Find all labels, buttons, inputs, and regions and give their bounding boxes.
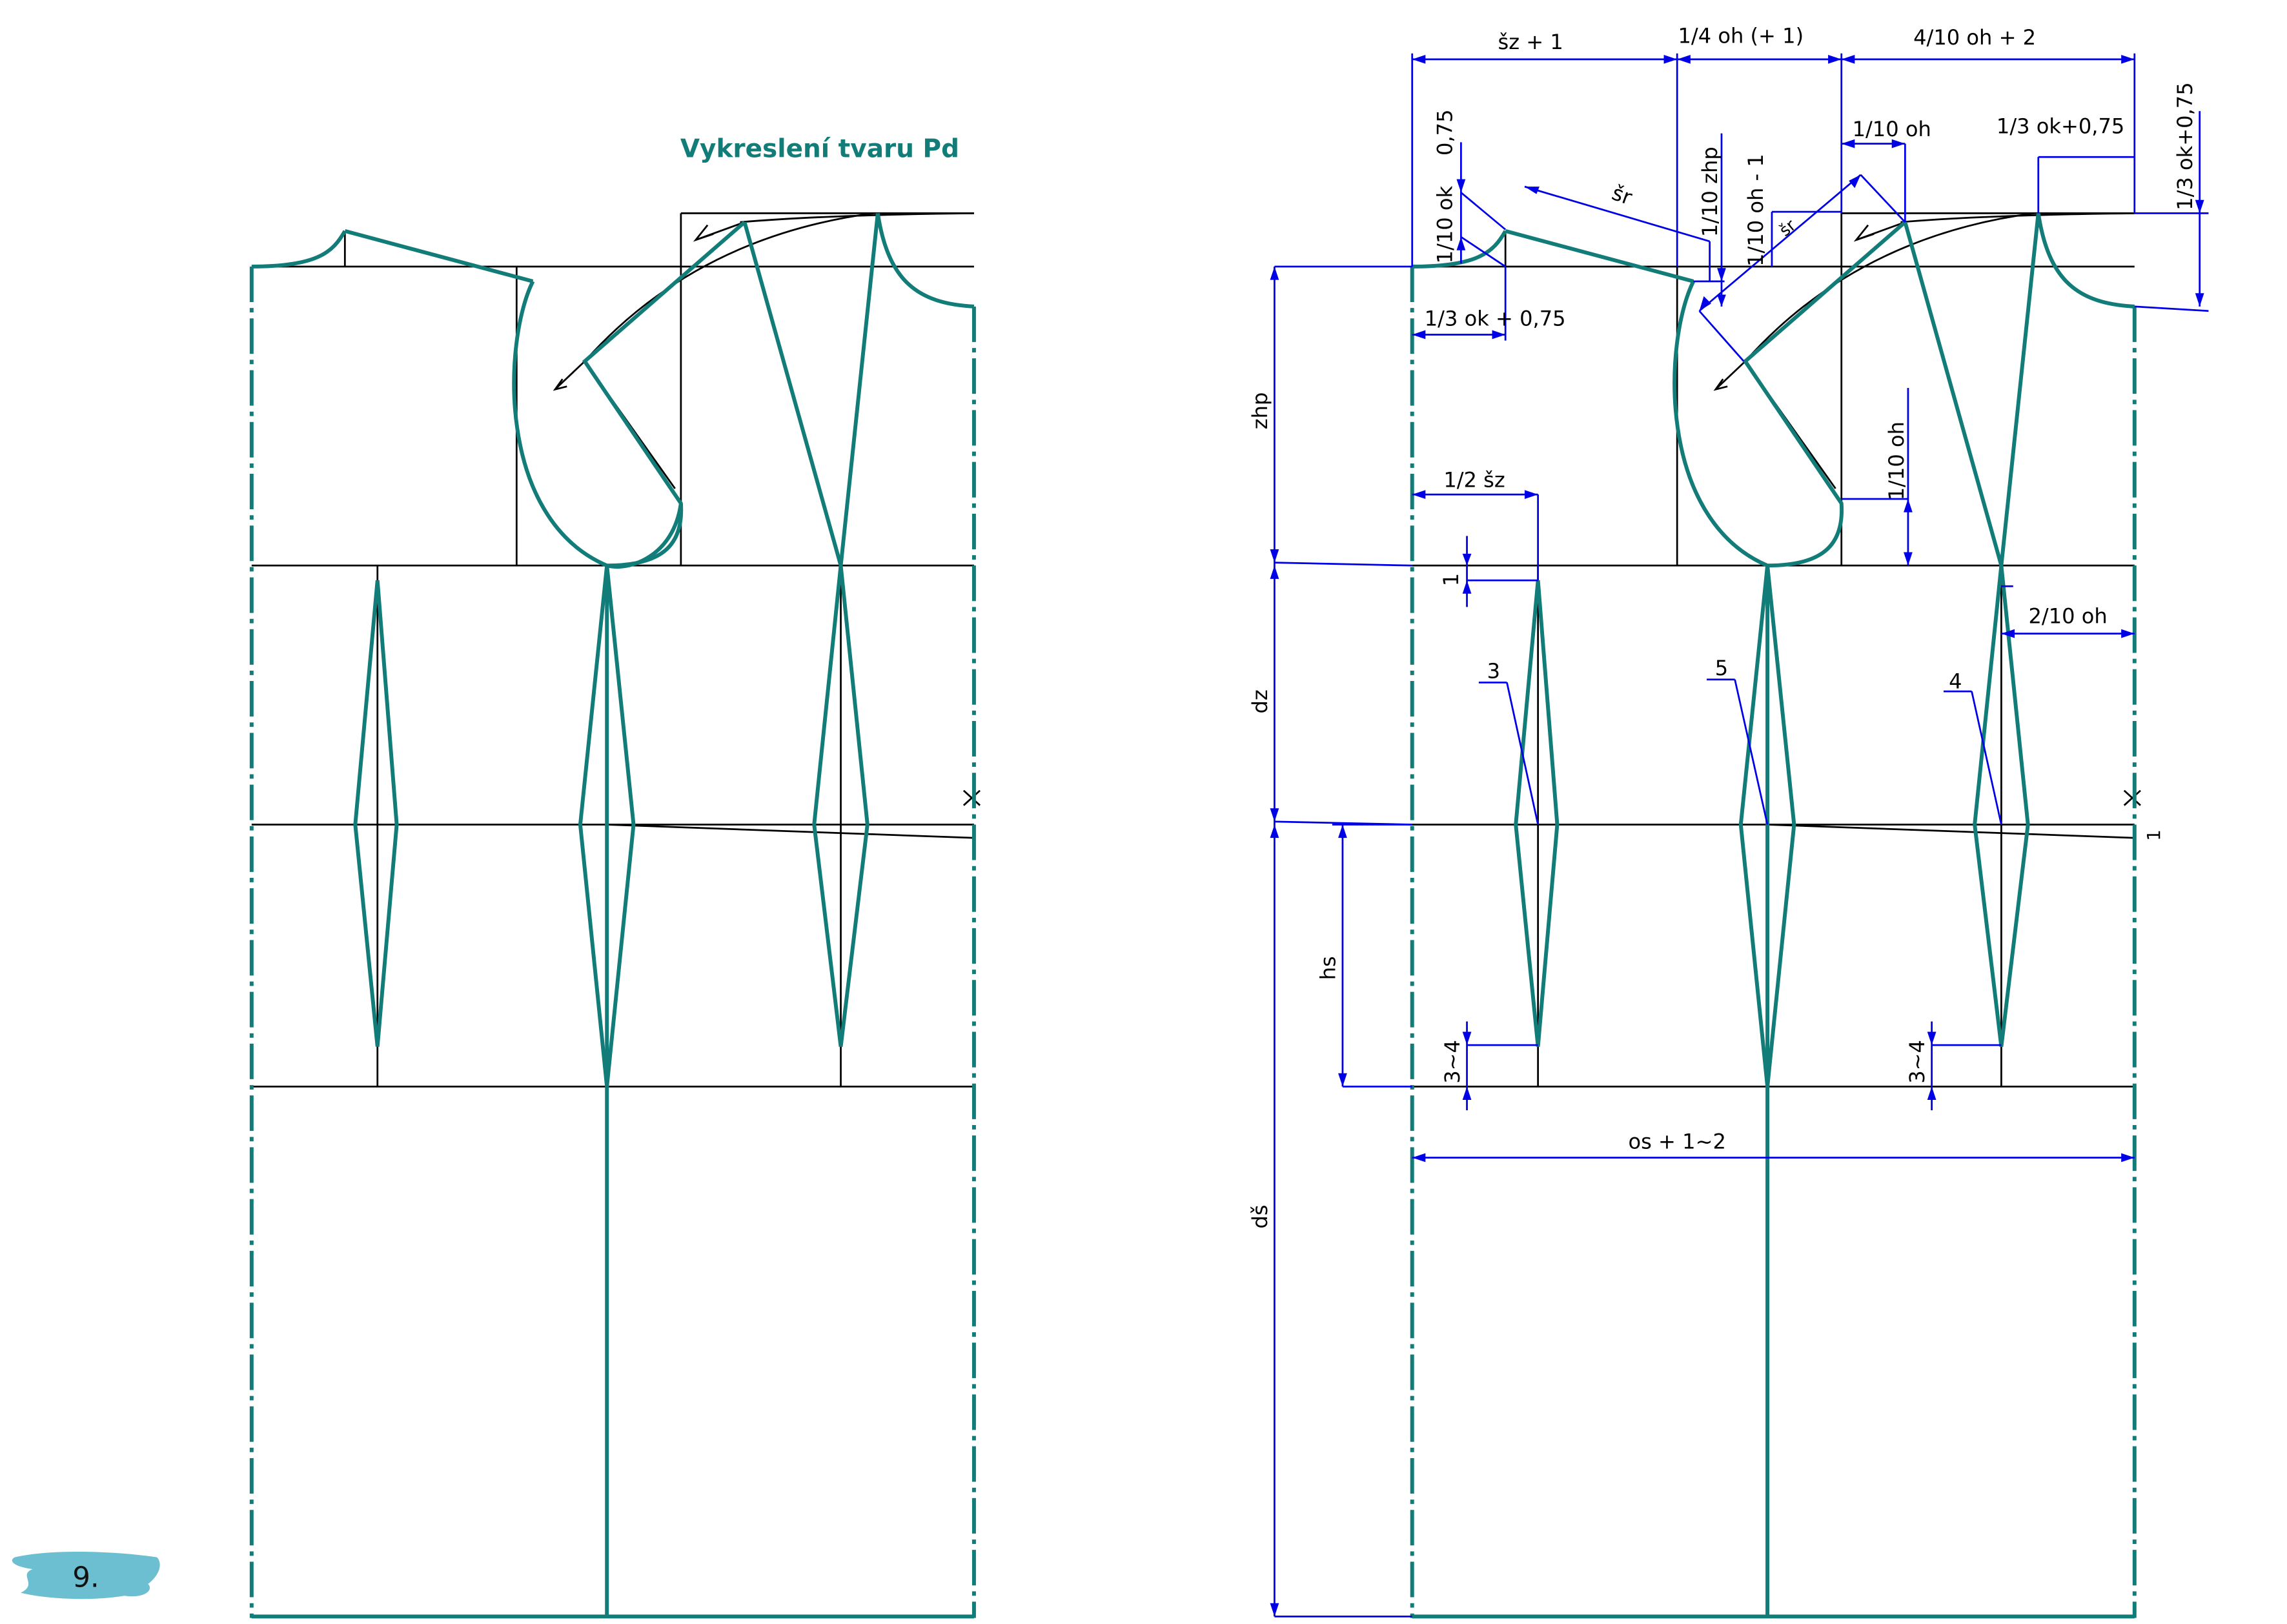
page-number: 9. [72, 1561, 99, 1594]
label-ds: dš [1248, 1204, 1272, 1228]
label-sz-plus-1: šz + 1 [1498, 30, 1563, 54]
label-tenth-zhp: 1/10 zhp [1698, 147, 1722, 237]
label-dart-3: 3 [1487, 658, 1500, 683]
label-os: os + 1~2 [1629, 1130, 1726, 1154]
right-pattern: šz + 1 1/4 oh (+ 1) 4/10 oh + 2 1/10 ok … [1248, 24, 2209, 1619]
label-sr-big: šr [1609, 180, 1636, 210]
label-hs: hs [1316, 956, 1340, 980]
dimension-lines [1274, 53, 2209, 1618]
right-outline [1410, 212, 2137, 1619]
label-two-tenth-oh: 2/10 oh [2028, 604, 2107, 629]
label-075: 0,75 [1433, 109, 1458, 155]
left-pattern: Vykreslení tvaru Pd [249, 134, 981, 1619]
label-one-a: 1 [1439, 573, 1463, 586]
label-one-b: 1 [2144, 829, 2164, 841]
label-tenth-oh: 1/10 oh [1853, 117, 1931, 141]
label-three-four-a: 3~4 [1440, 1040, 1465, 1084]
left-outline [249, 212, 976, 1619]
label-tenth-ok: 1/10 ok [1433, 185, 1458, 263]
label-third-ok-left: 1/3 ok + 0,75 [1425, 307, 1566, 331]
page-heading: Vykreslení tvaru Pd [680, 134, 959, 163]
label-dart-5: 5 [1715, 656, 1728, 680]
label-tenth-oh-minus: 1/10 oh - 1 [1743, 154, 1768, 267]
dimension-arrowheads [1270, 55, 2204, 1617]
label-quarter-oh: 1/4 oh (+ 1) [1678, 24, 1804, 48]
page-number-badge: 9. [12, 1551, 160, 1599]
label-third-ok-right: 1/3 ok+0,75 [2173, 82, 2197, 210]
label-three-four-b: 3~4 [1905, 1040, 1929, 1084]
label-dz: dz [1248, 689, 1272, 713]
label-sr-small: šr [1776, 216, 1800, 240]
label-third-ok-top: 1/3 ok+0,75 [1997, 114, 2124, 139]
label-dart-4: 4 [1949, 669, 1962, 694]
label-half-sz: 1/2 šz [1443, 468, 1505, 492]
dimension-labels: šz + 1 1/4 oh (+ 1) 4/10 oh + 2 1/10 ok … [1248, 24, 2197, 1229]
label-tenth-oh-vert: 1/10 oh [1884, 421, 1909, 500]
label-four-tenth-oh: 4/10 oh + 2 [1913, 25, 2036, 50]
label-zhp: zhp [1248, 392, 1272, 430]
